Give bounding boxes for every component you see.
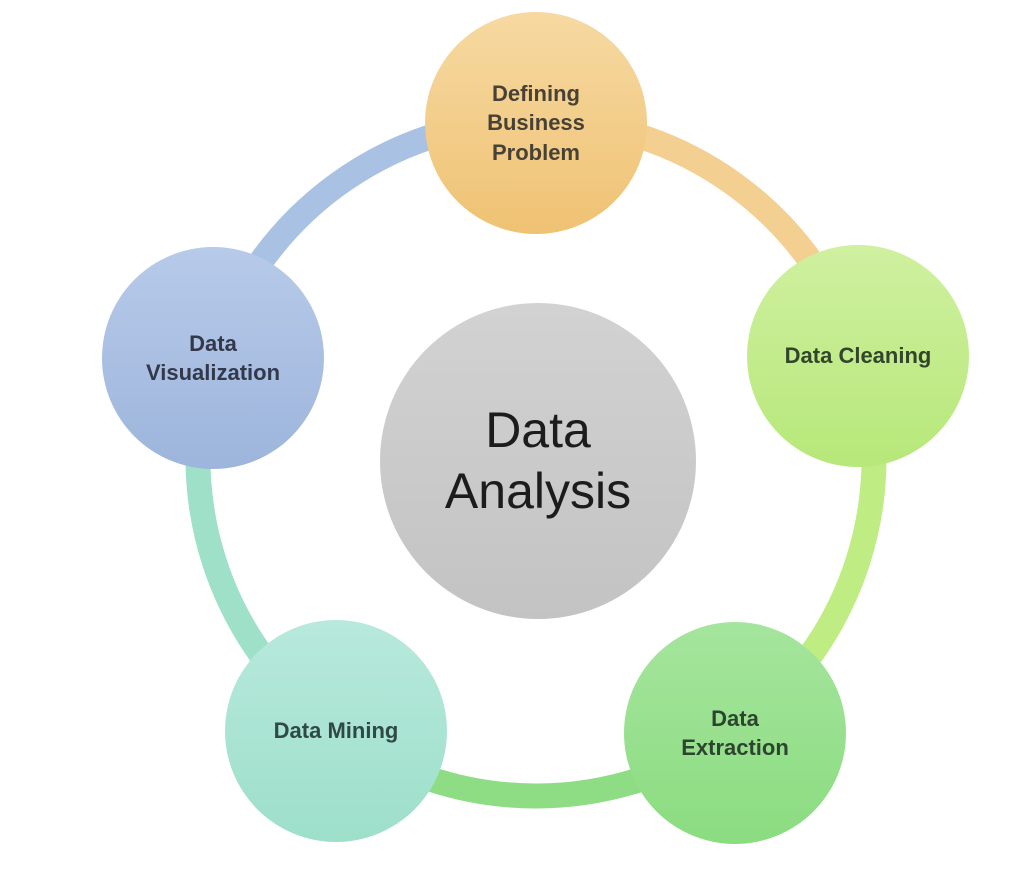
node-data-extraction: Data Extraction [624,622,846,844]
node-data-mining-label: Data Mining [273,718,399,744]
center-node-label: Data Analysis [444,402,632,519]
node-data-mining: Data Mining [225,620,447,842]
node-data-visualization-label: Data Visualization [145,330,281,385]
node-data-cleaning-label: Data Cleaning [784,343,932,369]
node-defining-business-problem-label: Defining Business Problem [487,81,585,165]
center-node-data-analysis: Data Analysis [380,303,696,619]
node-data-visualization: Data Visualization [102,247,324,469]
node-data-cleaning: Data Cleaning [747,245,969,467]
node-data-extraction-label: Data Extraction [681,705,789,760]
node-defining-business-problem: Defining Business Problem [425,12,647,234]
